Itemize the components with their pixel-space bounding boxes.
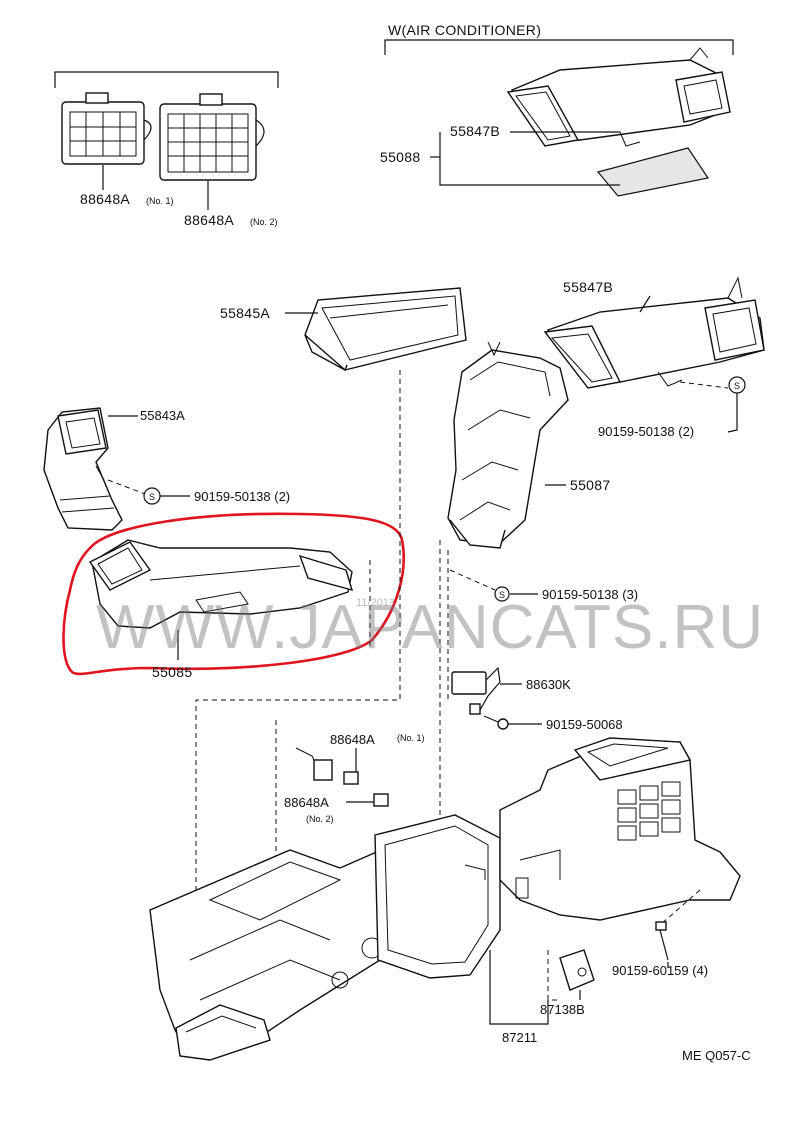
connector-88648A-mid-icon [295, 747, 389, 807]
note-no1-mid: (No. 1) [397, 733, 425, 743]
note-no2-mid: (No. 2) [306, 814, 334, 824]
diagram-code: ME Q057-C [682, 1048, 751, 1063]
watermark: WWW.JAPANCATS.RU [96, 593, 764, 662]
label-88630K: 88630K [526, 677, 571, 692]
duct-55085-icon [88, 539, 354, 629]
heater-unit-icon [149, 737, 741, 1061]
label-55845A: 55845A [220, 305, 270, 321]
screw-symbol-3: S [499, 590, 505, 600]
label-55847B: 55847B [563, 279, 613, 295]
label-87138B: 87138B [540, 1002, 585, 1017]
switch-87138B-icon [559, 949, 595, 991]
label-55843A: 55843A [140, 408, 185, 423]
label-55087: 55087 [570, 477, 610, 493]
connector-group-top: 88648A (No. 1) 88648A (No. 2) [54, 71, 279, 228]
screw-symbol-1: S [734, 381, 740, 391]
label-87211: 87211 [502, 1030, 537, 1045]
duct-55847B-icon [543, 276, 765, 389]
highlight-outline [62, 512, 405, 676]
label-90159-50138-2-left: 90159-50138 (2) [194, 489, 290, 504]
label-90159-50068: 90159-50068 [546, 717, 623, 732]
ac-variant-group: W(AIR CONDITIONER) 55847B 55088 [380, 22, 734, 197]
label-90159-50138-3: 90159-50138 (3) [542, 587, 638, 602]
label-88648A-no2-top: 88648A [184, 212, 234, 228]
label-88648A-no2-mid: 88648A [284, 795, 329, 810]
label-55847B-top: 55847B [450, 123, 500, 139]
plate-55088-icon [596, 147, 709, 197]
duct-55847B-top-icon [506, 47, 731, 147]
relay-88630K-icon [451, 666, 501, 715]
label-55088: 55088 [380, 149, 420, 165]
bolt-90159-60159-icon [655, 921, 669, 961]
bolt-90159-50068-icon [483, 715, 509, 730]
note-no2-top: (No. 2) [250, 217, 278, 227]
duct-55845A-icon [304, 287, 467, 372]
label-90159-50138-2-right: 90159-50138 (2) [598, 424, 694, 439]
duct-55843A-icon [43, 407, 123, 531]
label-90159-60159-4: 90159-60159 (4) [612, 963, 708, 978]
connector-88648A-no2-icon [159, 93, 265, 181]
screw-symbol-2: S [149, 492, 155, 502]
variant-label: W(AIR CONDITIONER) [388, 22, 541, 38]
watermark-date: 11/2013 [356, 597, 395, 609]
duct-55087-icon [447, 341, 569, 549]
connector-88648A-no1-icon [61, 92, 152, 165]
note-no1-top: (No. 1) [146, 196, 174, 206]
label-88648A-no1-mid: 88648A [330, 732, 375, 747]
label-88648A-no1-top: 88648A [80, 191, 130, 207]
label-55085: 55085 [152, 664, 192, 680]
